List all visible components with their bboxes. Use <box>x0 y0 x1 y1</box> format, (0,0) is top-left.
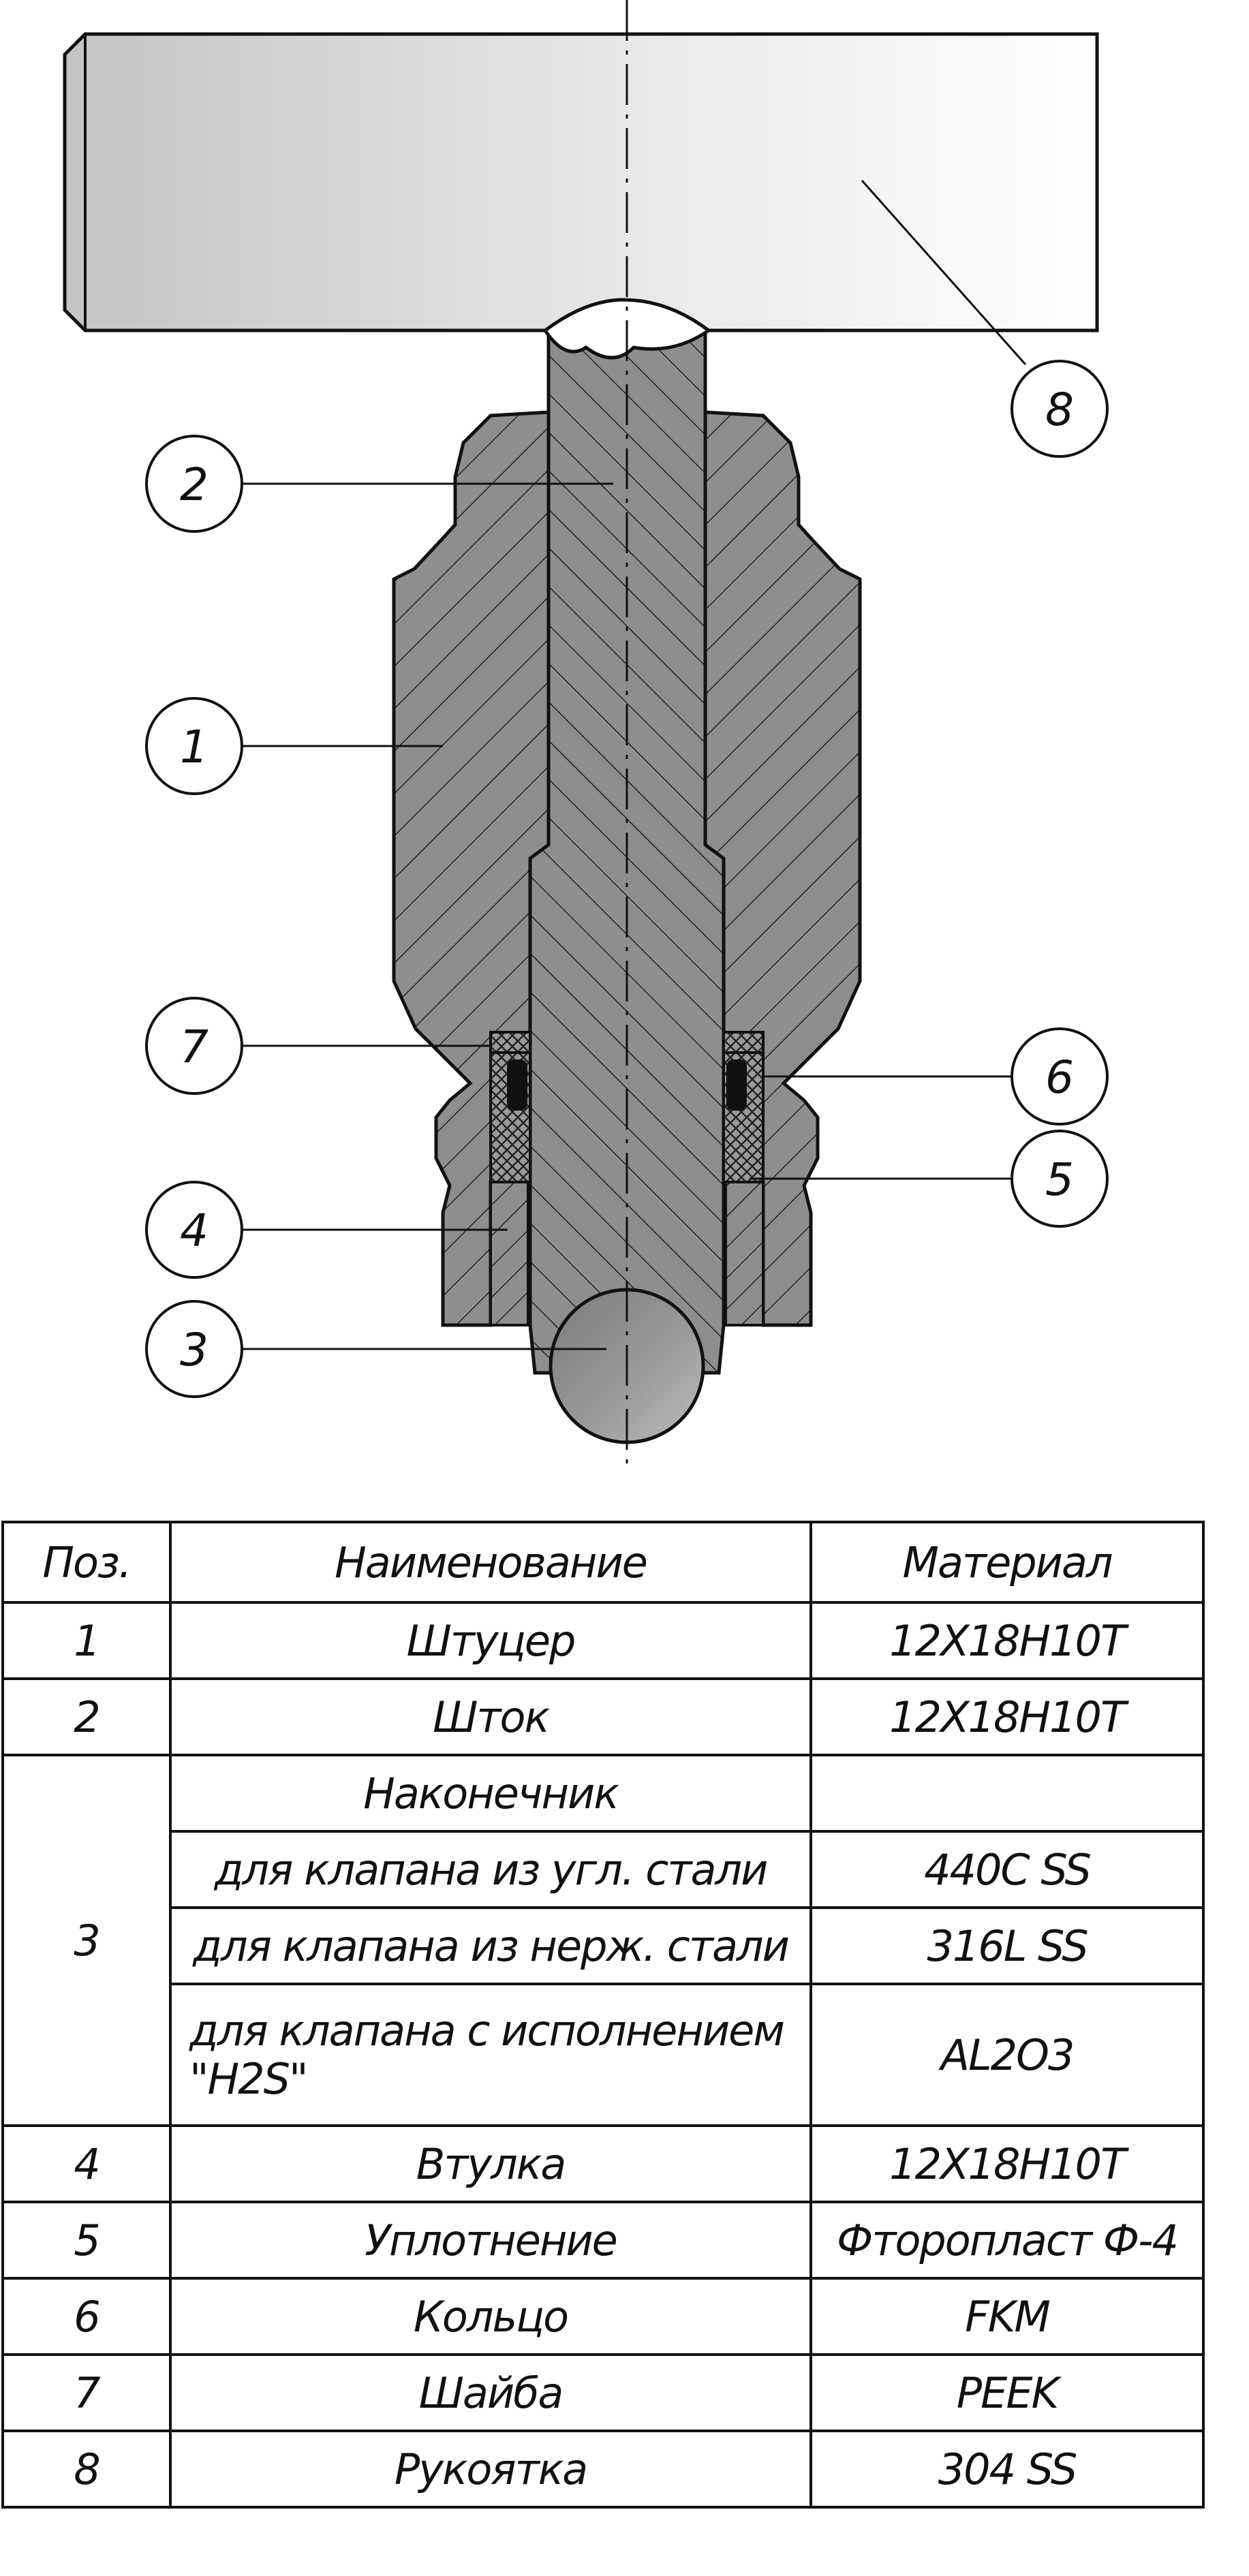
callout-3: 3 <box>145 1300 243 1398</box>
valve-assembly-drawing: 8 2 1 7 6 5 4 3 <box>63 0 1109 1472</box>
svg-text:7: 7 <box>180 1021 209 1073</box>
cell-material: PEEK <box>809 2353 1205 2432</box>
table-row: 7 Шайба PEEK <box>1 2353 1205 2432</box>
cell-name: Кольцо <box>169 2277 812 2356</box>
cell-material: 12Х18Н10Т <box>809 1677 1205 1756</box>
svg-text:1: 1 <box>180 721 209 773</box>
cell-variant-material: 316L SS <box>809 1906 1205 1985</box>
cell-material: FKM <box>809 2277 1205 2356</box>
svg-text:5: 5 <box>1045 1153 1074 1206</box>
cell-material: Фторопласт Ф-4 <box>809 2201 1205 2280</box>
cell-pos: 6 <box>1 2277 172 2356</box>
seal-pack-part <box>489 1031 765 1183</box>
cell-name: Уплотнение <box>169 2201 812 2280</box>
callout-4: 4 <box>145 1181 243 1279</box>
table-row: 6 Кольцо FKM <box>1 2277 1205 2356</box>
cell-material <box>809 1754 1205 1833</box>
cell-name: Втулка <box>169 2124 812 2203</box>
cell-name: Рукоятка <box>169 2430 812 2509</box>
table-row: 2 Шток 12Х18Н10Т <box>1 1677 1205 1756</box>
callout-1: 1 <box>145 697 243 795</box>
header-material: Материал <box>809 1521 1205 1604</box>
bushing-part <box>489 1181 765 1326</box>
handle-part <box>63 32 1099 332</box>
callout-6: 6 <box>1011 1027 1109 1126</box>
table-subrow: для клапана из нерж. стали 316L SS <box>3 1906 1205 1985</box>
cell-pos: 1 <box>1 1601 172 1680</box>
cell-pos: 4 <box>1 2124 172 2203</box>
svg-text:4: 4 <box>180 1205 209 1257</box>
svg-text:2: 2 <box>180 459 209 511</box>
cell-name: Штуцер <box>169 1601 812 1680</box>
header-pos: Поз. <box>1 1521 172 1604</box>
cell-name: Шток <box>169 1677 812 1756</box>
callout-8: 8 <box>1011 360 1109 458</box>
cell-pos: 8 <box>1 2430 172 2509</box>
cell-name: Наконечник <box>169 1754 812 1833</box>
cell-pos: 7 <box>1 2353 172 2432</box>
table-row: 3 Наконечник <box>1 1754 1205 2127</box>
fitting-body-part <box>392 410 862 1327</box>
cell-pos: 5 <box>1 2201 172 2280</box>
cell-material: 12Х18Н10Т <box>809 2124 1205 2203</box>
callout-2: 2 <box>145 435 243 533</box>
svg-text:6: 6 <box>1045 1051 1074 1104</box>
table-row: 8 Рукоятка 304 SS <box>1 2430 1205 2509</box>
parts-table: Поз. Наименование Материал 1 Штуцер 12Х1… <box>1 1521 1205 2509</box>
cell-pos: 3 <box>1 1754 172 2127</box>
cell-name: Шайба <box>169 2353 812 2432</box>
callout-5: 5 <box>1011 1130 1109 1228</box>
cell-pos: 2 <box>1 1677 172 1756</box>
table-header-row: Поз. Наименование Материал <box>1 1521 1205 1604</box>
cell-material: 304 SS <box>809 2430 1205 2509</box>
cell-variant-material: 440С SS <box>809 1830 1205 1909</box>
table-row: 4 Втулка 12Х18Н10Т <box>1 2124 1205 2203</box>
svg-text:3: 3 <box>180 1324 209 1376</box>
table-row: 5 Уплотнение Фторопласт Ф-4 <box>1 2201 1205 2280</box>
callout-7: 7 <box>145 997 243 1095</box>
cell-variant-material: AL2O3 <box>809 1983 1205 2127</box>
table-subrow: для клапана с исполнением "H2S" AL2O3 <box>3 1983 1205 2127</box>
table-row: 1 Штуцер 12Х18Н10Т <box>1 1601 1205 1680</box>
table-subrow: для клапана из угл. стали 440С SS <box>3 1830 1205 1909</box>
cell-variant-name: для клапана с исполнением "H2S" <box>169 1983 812 2127</box>
leader-lines <box>242 180 1027 1350</box>
cell-variant-name: для клапана из нерж. стали <box>169 1906 812 1985</box>
cell-material: 12Х18Н10Т <box>809 1601 1205 1680</box>
svg-text:8: 8 <box>1045 384 1074 436</box>
cell-variant-name: для клапана из угл. стали <box>169 1830 812 1909</box>
header-name: Наименование <box>169 1521 812 1604</box>
